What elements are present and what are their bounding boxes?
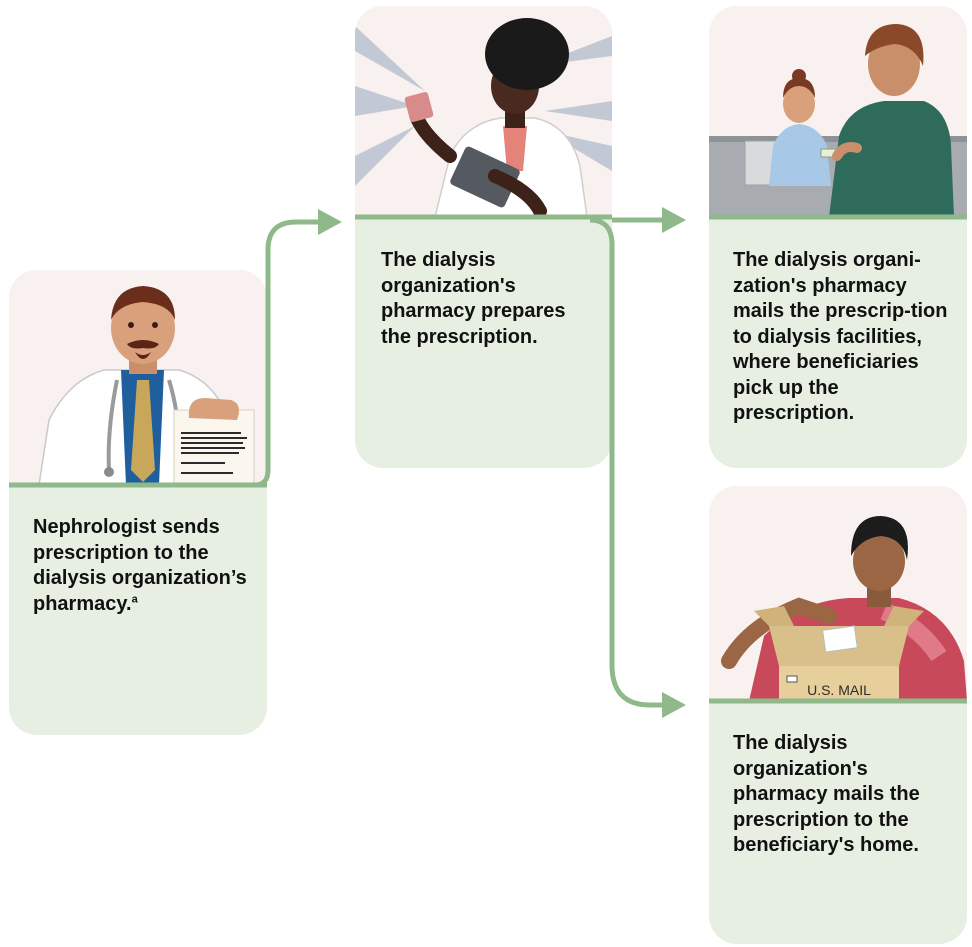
us-mail-label: U.S. MAIL (807, 682, 871, 698)
step-card-nephrologist: Nephrologist sends prescription to the d… (9, 270, 267, 735)
step-label: Nephrologist sends prescription to the d… (33, 516, 247, 615)
arrowhead (662, 692, 686, 718)
arrowhead (318, 209, 342, 235)
step-card-prepare: The dialysis organization's pharmacy pre… (355, 6, 612, 468)
mail-box-illustration: U.S. MAIL (709, 486, 967, 701)
pharmacist-with-tablet-illustration (355, 6, 612, 217)
step-text-nephrologist: Nephrologist sends prescription to the d… (33, 515, 253, 617)
step-text-home-delivery: The dialysis organization's pharmacy mai… (733, 732, 920, 856)
step-card-facility-pickup: The dialysis organi-zation's pharmacy ma… (709, 6, 967, 468)
step-card-home-delivery: U.S. MAIL The dialysis organization's ph… (709, 486, 967, 944)
doctor-holding-prescription-illustration (9, 270, 267, 485)
step-text-facility-pickup: The dialysis organi-zation's pharmacy ma… (733, 249, 948, 424)
pickup-counter-illustration (709, 6, 967, 217)
footnote-marker: a (131, 592, 138, 605)
step-text-prepare: The dialysis organization's pharmacy pre… (381, 249, 566, 348)
arrowhead (662, 207, 686, 233)
